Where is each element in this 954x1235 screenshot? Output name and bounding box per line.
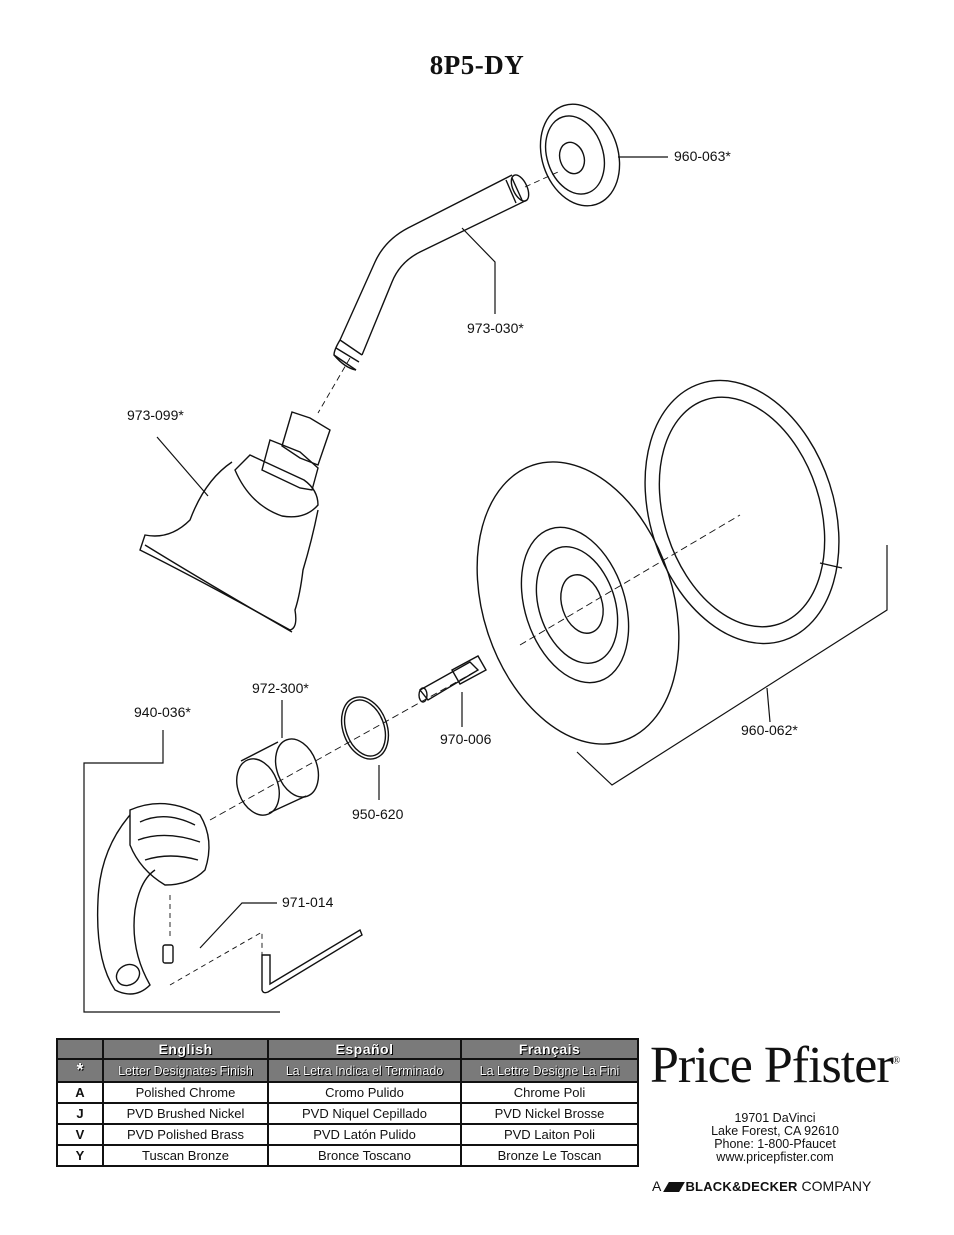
part-label: 972-300* <box>252 680 309 696</box>
table-cell: La Letra Indica el Terminado <box>267 1058 462 1083</box>
address-block: 19701 DaVinci Lake Forest, CA 92610 Phon… <box>650 1112 900 1164</box>
table-cell: Chrome Poli <box>460 1081 639 1104</box>
wall-flange-part <box>539 103 668 207</box>
part-label: 973-030* <box>467 320 524 336</box>
escutcheon-plate-part <box>476 461 680 745</box>
part-label: 970-006 <box>440 731 492 747</box>
website-line: www.pricepfister.com <box>716 1150 834 1164</box>
part-label: 950-620 <box>352 806 404 822</box>
column-header-espanol: Español <box>267 1038 462 1060</box>
address-line: Lake Forest, CA 92610 <box>711 1124 839 1138</box>
finish-symbol: * <box>56 1058 104 1083</box>
part-label: 940-036* <box>134 704 191 720</box>
handle-part <box>83 730 280 1013</box>
table-cell: Letter Designates Finish <box>102 1058 269 1083</box>
part-label: 960-063* <box>674 148 731 164</box>
brand-logo: Price Pfister® <box>650 1037 900 1094</box>
column-header-francais: Français <box>460 1038 639 1060</box>
table-row: J PVD Brushed Nickel PVD Niquel Cepillad… <box>56 1102 639 1125</box>
diagram-title: 8P5-DY <box>429 50 525 80</box>
table-subheader-row: * Letter Designates Finish La Letra Indi… <box>56 1058 639 1083</box>
table-cell: PVD Brushed Nickel <box>102 1102 269 1125</box>
exploded-parts-diagram: 960-063* 973-030* 973-099* 972-300* 940-… <box>83 103 888 1013</box>
black-decker-logo-icon <box>663 1182 686 1192</box>
table-cell: Polished Chrome <box>102 1081 269 1104</box>
part-labels: 960-063* 973-030* 973-099* 972-300* 940-… <box>127 148 798 910</box>
table-row: V PVD Polished Brass PVD Latón Pulido PV… <box>56 1123 639 1146</box>
table-row: A Polished Chrome Cromo Pulido Chrome Po… <box>56 1081 639 1104</box>
table-cell: PVD Laiton Poli <box>460 1123 639 1146</box>
table-cell: PVD Polished Brass <box>102 1123 269 1146</box>
o-ring-part <box>340 696 390 800</box>
address-line: 19701 DaVinci <box>734 1111 816 1125</box>
table-cell: Tuscan Bronze <box>102 1144 269 1167</box>
table-header-row: English Español Français <box>56 1038 639 1060</box>
trim-ring-part <box>644 379 843 645</box>
stem-part <box>418 655 487 727</box>
company-suffix: COMPANY <box>801 1178 872 1194</box>
part-label: 973-099* <box>127 407 184 423</box>
column-header-english: English <box>102 1038 269 1060</box>
finish-code: A <box>56 1081 104 1104</box>
company-name: BLACK&DECKER <box>685 1179 798 1194</box>
cartridge-sleeve-part <box>236 700 320 816</box>
company-prefix: A <box>652 1178 661 1194</box>
shower-arm-part <box>333 174 530 371</box>
brand-name: Price Pfister <box>650 1037 894 1094</box>
table-cell: PVD Niquel Cepillado <box>267 1102 462 1125</box>
part-label: 960-062* <box>741 722 798 738</box>
finish-table: English Español Français * Letter Design… <box>56 1038 639 1167</box>
shower-head-part <box>139 411 331 633</box>
table-cell: La Lettre Designe La Fini <box>460 1058 639 1083</box>
phone-line: Phone: 1-800-Pfaucet <box>714 1137 836 1151</box>
table-cell: Bronce Toscano <box>267 1144 462 1167</box>
finish-code: V <box>56 1123 104 1146</box>
brand-block: Price Pfister® 19701 DaVinci Lake Forest… <box>650 1040 900 1164</box>
table-cell: Bronze Le Toscan <box>460 1144 639 1167</box>
table-cell: PVD Latón Pulido <box>267 1123 462 1146</box>
part-label: 971-014 <box>282 894 334 910</box>
table-corner <box>56 1038 104 1060</box>
company-tagline: A BLACK&DECKER COMPANY <box>652 1178 871 1194</box>
finish-code: J <box>56 1102 104 1125</box>
table-cell: PVD Nickel Brosse <box>460 1102 639 1125</box>
table-row: Y Tuscan Bronze Bronce Toscano Bronze Le… <box>56 1144 639 1167</box>
table-cell: Cromo Pulido <box>267 1081 462 1104</box>
hex-wrench-part <box>199 902 363 994</box>
finish-code: Y <box>56 1144 104 1167</box>
